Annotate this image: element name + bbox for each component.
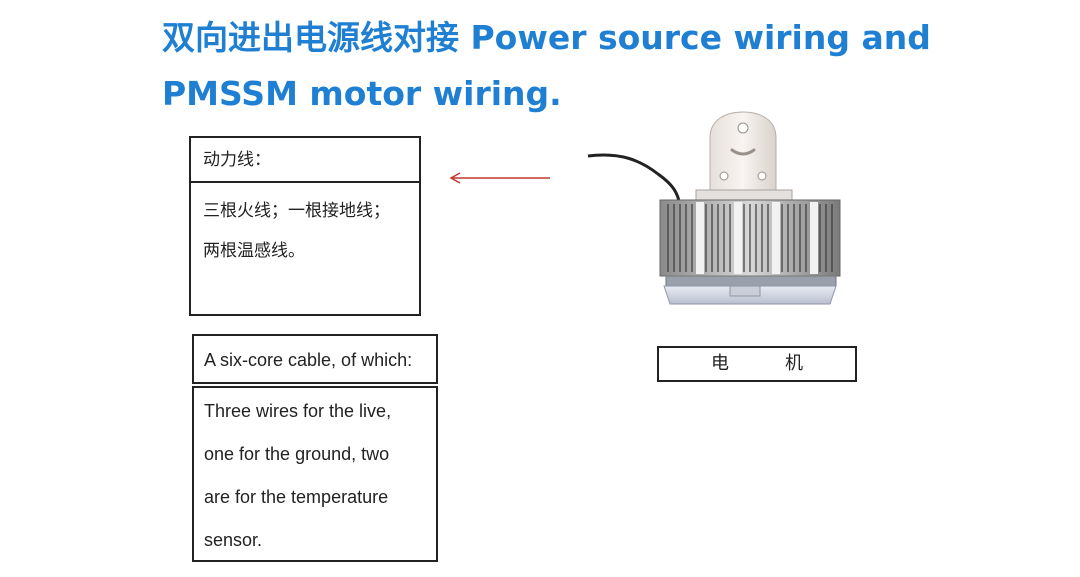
cable-description-box-english: Three wires for the live, one for the gr… [192, 386, 438, 562]
power-line-heading: 动力线： [191, 138, 419, 183]
arrow-left-icon [449, 172, 550, 184]
cable-description-line: are for the temperature [204, 487, 389, 507]
motor-label-char: 电 [711, 353, 729, 374]
title-line-1: 双向进出电源线对接 Power source wiring and [162, 18, 931, 57]
title-line-2: PMSSM motor wiring. [162, 74, 562, 113]
motor-label-char: 机 [785, 353, 803, 374]
cable-heading-box-english: A six-core cable, of which: [192, 334, 438, 384]
power-line-description: 三根火线；一根接地线； 两根温感线。 [191, 183, 419, 279]
power-line-description-line: 两根温感线。 [203, 241, 305, 261]
power-line-box-chinese: 动力线： 三根火线；一根接地线； 两根温感线。 [189, 136, 421, 316]
cable-description-line: one for the ground, two [204, 444, 390, 464]
power-line-description-line: 三根火线；一根接地线； [203, 201, 390, 221]
motor-label-box: 电机 [657, 346, 857, 382]
cable-description-line: sensor. [204, 530, 263, 550]
page-title: 双向进出电源线对接 Power source wiring and PMSSM … [162, 10, 1042, 122]
cable-description-line: Three wires for the live, [204, 401, 392, 421]
motor-illustration [587, 111, 841, 305]
